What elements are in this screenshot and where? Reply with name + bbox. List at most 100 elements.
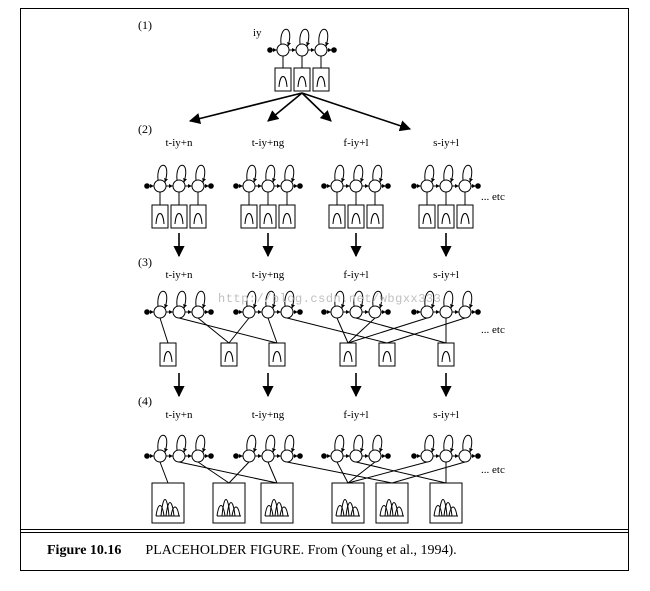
refinement-arrow	[301, 92, 332, 122]
hmm-state	[261, 179, 275, 193]
state-tie-line	[228, 317, 250, 344]
figure-frame	[20, 8, 629, 571]
hmm-state	[242, 179, 256, 193]
triphone-label: f-iy+l	[343, 137, 368, 149]
entry-node	[233, 183, 239, 189]
mixture-component-curve	[448, 506, 458, 517]
hmm-state	[191, 305, 205, 319]
mixture-component-curve	[226, 502, 236, 517]
etc-label: ... etc	[481, 324, 505, 336]
hmm-state	[368, 305, 382, 319]
entry-node	[411, 453, 417, 459]
pdf-box-frame	[240, 204, 258, 229]
self-loop-arrow	[353, 290, 364, 309]
exit-node	[475, 183, 481, 189]
self-loop-arrow	[284, 434, 295, 453]
exit-node	[208, 453, 214, 459]
output-pdf-box	[437, 342, 455, 367]
self-loop-arrow	[195, 290, 206, 309]
output-pdf-box	[328, 204, 346, 229]
hmm-state	[349, 179, 363, 193]
state-tie-line	[197, 461, 230, 484]
entry-node	[233, 453, 239, 459]
hmm-state	[191, 449, 205, 463]
gaussian-curve	[163, 351, 173, 363]
pdf-box-frame	[378, 342, 396, 367]
state-tie-line	[355, 317, 447, 344]
self-loop-arrow	[424, 164, 435, 183]
exit-node	[331, 47, 337, 53]
mixture-component-curve	[160, 499, 170, 517]
hmm-state	[172, 305, 186, 319]
self-loop-arrow	[462, 164, 473, 183]
pdf-box-frame	[347, 204, 365, 229]
output-pdf-box	[170, 204, 188, 229]
mixture-component-curve	[165, 502, 175, 517]
pdf-box-frame	[339, 342, 357, 367]
hmm-state	[172, 179, 186, 193]
hmm-state	[280, 449, 294, 463]
entry-node	[321, 453, 327, 459]
gaussian-curve	[422, 213, 432, 225]
hmm-state	[420, 449, 434, 463]
refinement-arrow	[267, 92, 303, 122]
caption-rule-top	[20, 529, 629, 530]
hmm-model	[233, 434, 303, 463]
mixture-component-curve	[384, 499, 394, 517]
mixture-component-curve	[394, 506, 404, 517]
self-loop-arrow	[318, 28, 329, 47]
hmm-state	[261, 305, 275, 319]
self-loop-arrow	[195, 164, 206, 183]
state-tie-line	[267, 317, 278, 344]
mixture-component-curve	[345, 502, 355, 517]
hmm-state	[153, 305, 167, 319]
exit-node	[475, 453, 481, 459]
gaussian-curve	[297, 76, 307, 88]
self-loop-arrow	[353, 434, 364, 453]
mixture-component-curve	[274, 502, 284, 517]
triphone-label: t-iy+ng	[252, 409, 285, 421]
refinement-arrow	[188, 92, 303, 124]
self-loop-arrow	[334, 290, 345, 309]
self-loop-arrow	[195, 434, 206, 453]
entry-node	[144, 183, 150, 189]
output-pdf-box	[220, 342, 238, 367]
caption-text: PLACEHOLDER FIGURE. From (Young et al., …	[145, 543, 457, 558]
self-loop-arrow	[265, 434, 276, 453]
gaussian-curve	[193, 213, 203, 225]
triphone-label: f-iy+l	[343, 269, 368, 281]
state-tie-line	[159, 461, 169, 484]
gaussian-curve	[155, 213, 165, 225]
self-loop-arrow	[176, 164, 187, 183]
hmm-state	[420, 305, 434, 319]
pdf-box-frame	[293, 67, 311, 92]
state-tie-line	[286, 317, 388, 344]
gaussian-curve	[332, 213, 342, 225]
self-loop-arrow	[246, 164, 257, 183]
stage-number-2: (2)	[138, 122, 152, 136]
gaussian-curve	[382, 351, 392, 363]
exit-node	[297, 309, 303, 315]
triphone-label: t-iy+n	[166, 269, 193, 281]
gaussian-curve	[351, 213, 361, 225]
triphone-label: t-iy+n	[166, 137, 193, 149]
self-loop-arrow	[246, 434, 257, 453]
output-pdf-box	[293, 67, 311, 92]
gaussian-curve	[272, 351, 282, 363]
self-loop-arrow	[176, 290, 187, 309]
mixture-pdf-box	[375, 482, 409, 524]
gaussian-curve	[370, 213, 380, 225]
hmm-state	[368, 449, 382, 463]
mixture-component-curve	[264, 505, 274, 517]
state-tie-line	[197, 317, 230, 344]
pdf-box-frame	[437, 342, 455, 367]
self-loop-arrow	[372, 290, 383, 309]
output-pdf-box	[240, 204, 258, 229]
output-pdf-box	[274, 67, 292, 92]
pdf-box-frame	[260, 482, 294, 524]
gaussian-curve	[316, 76, 326, 88]
output-pdf-box	[189, 204, 207, 229]
triphone-label: f-iy+l	[343, 409, 368, 421]
